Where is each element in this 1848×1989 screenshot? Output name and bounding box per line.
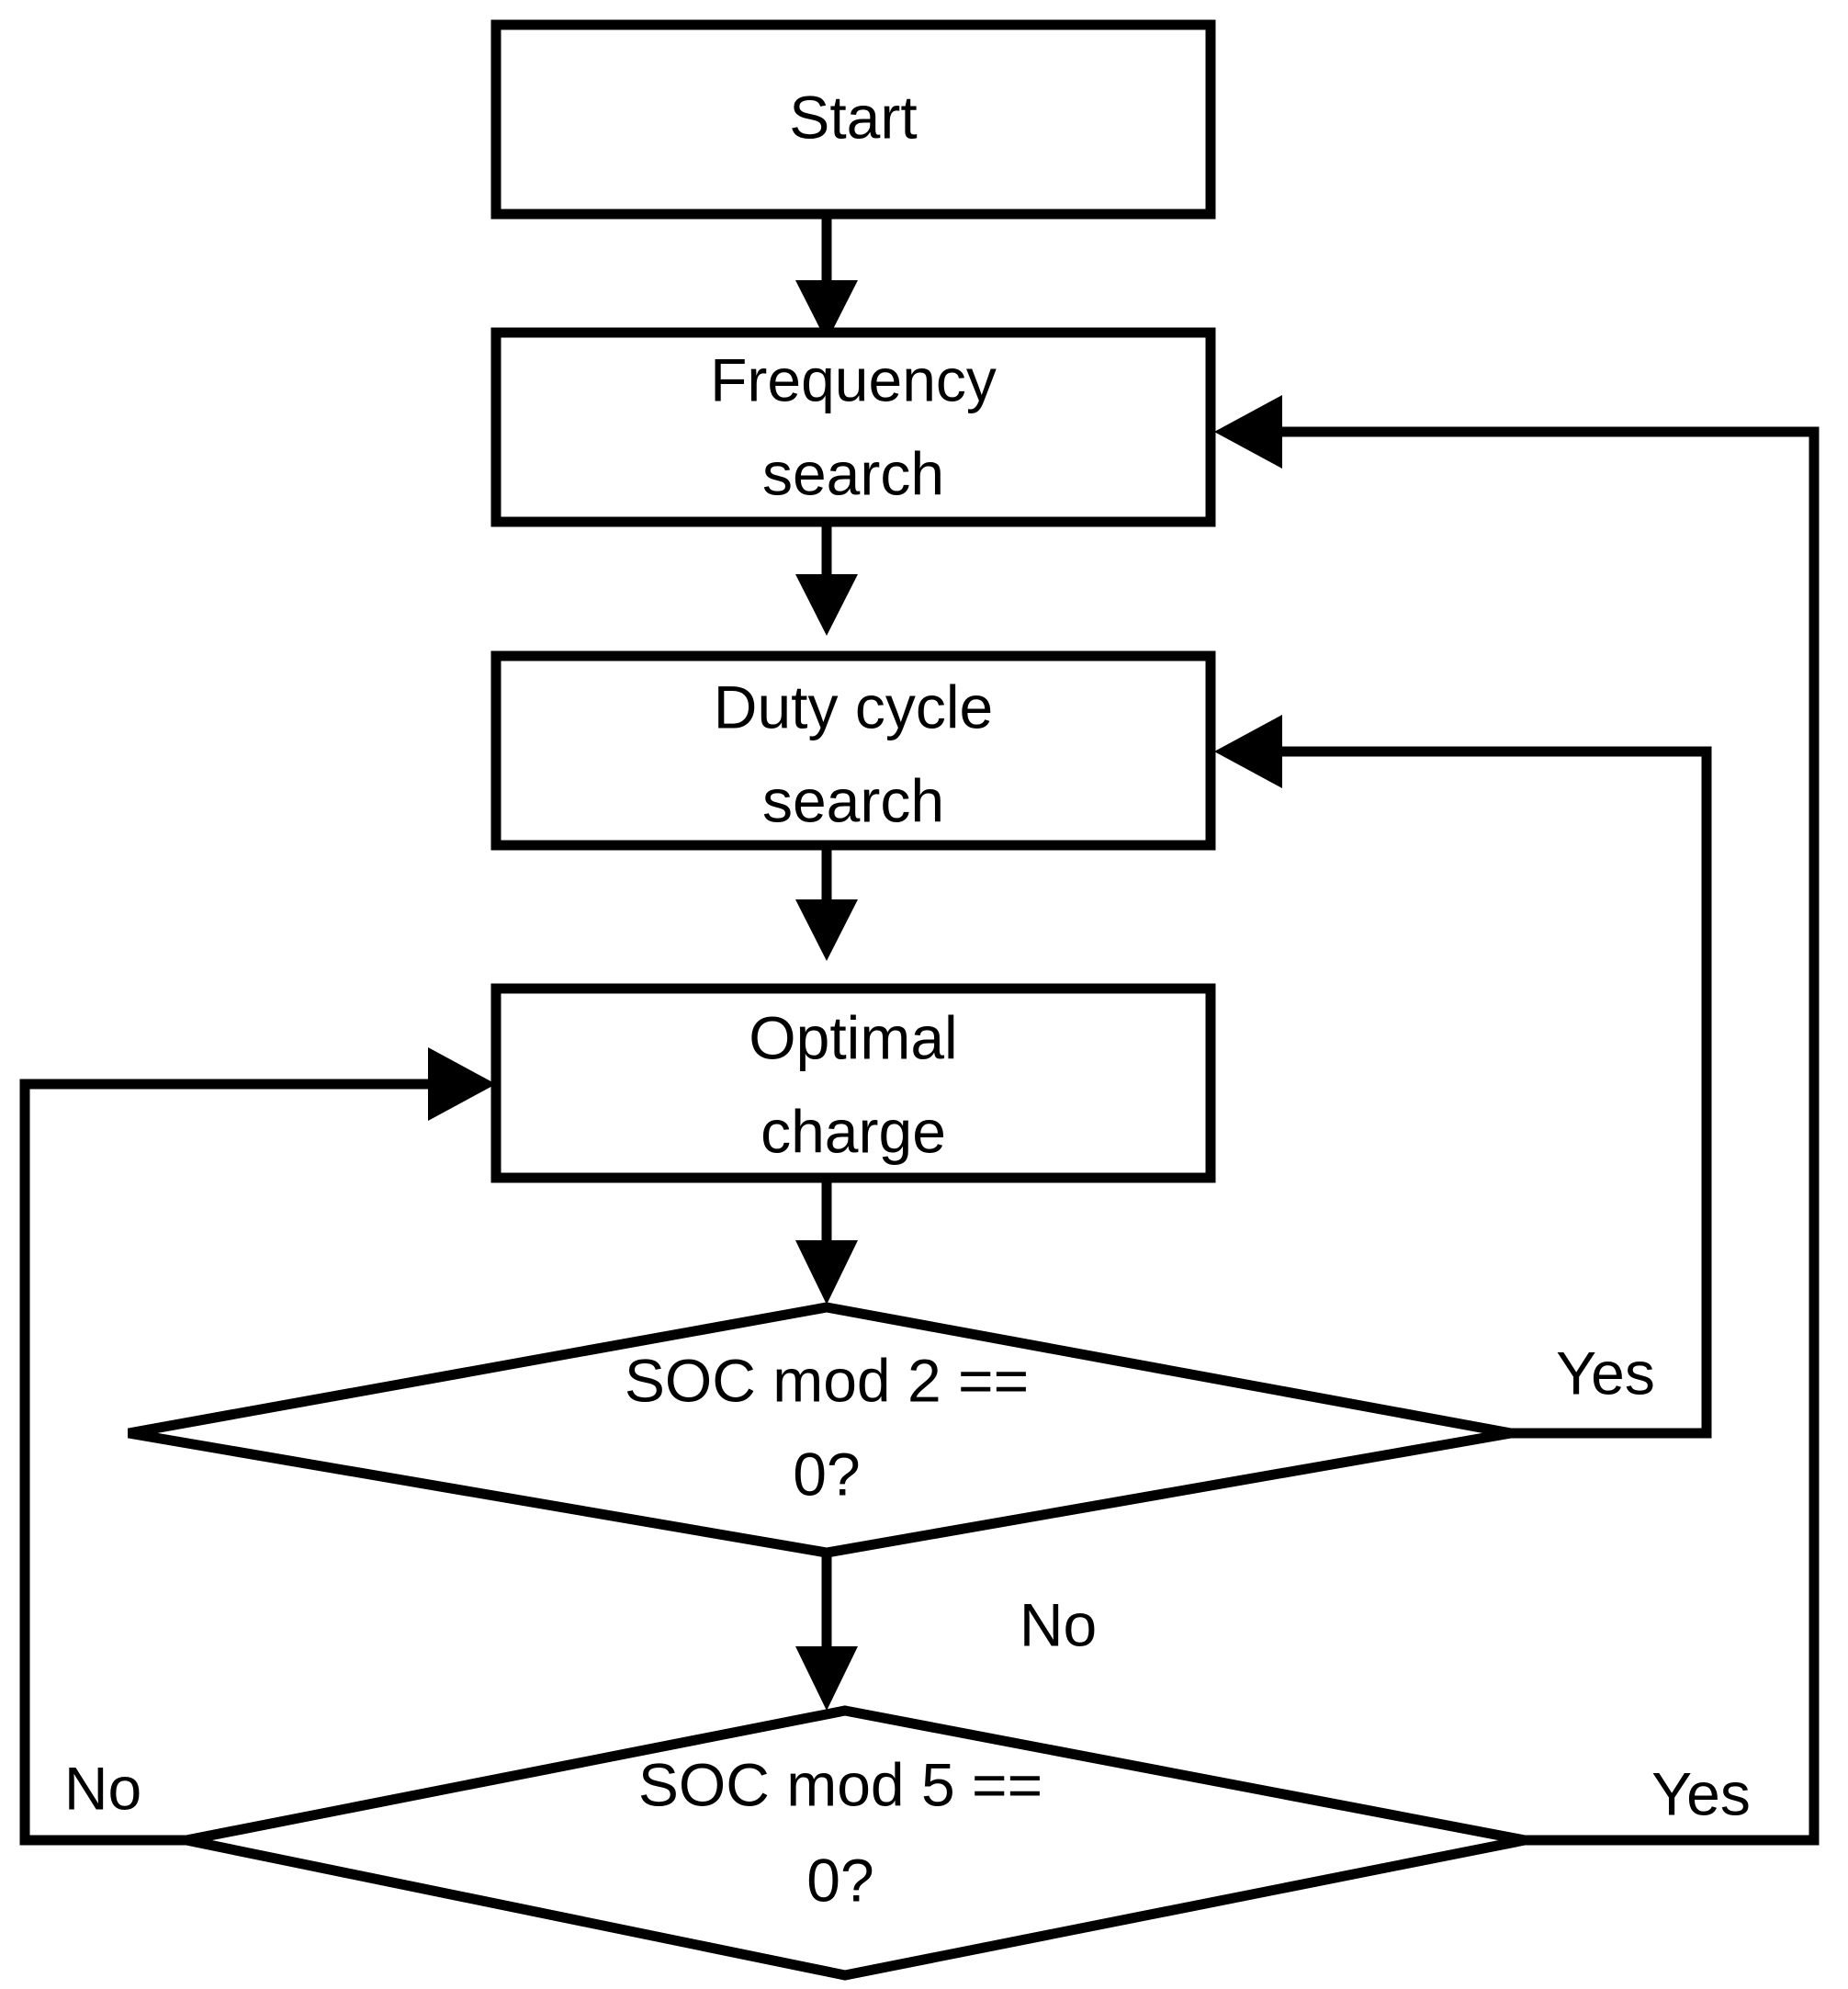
duty-cycle-search-label-line1: Duty cycle [714, 672, 993, 740]
arrow-head-down [795, 574, 858, 636]
start-box[interactable] [490, 19, 1216, 220]
optimal-charge-label-line1: Optimal [749, 1003, 957, 1071]
soc-mod-2-label-line1: SOC mod 2 == [625, 1346, 1029, 1414]
edge-soc-mod-5-yes-to-frequency-search [1214, 395, 1820, 1846]
node-soc-mod-5-decision[interactable]: SOC mod 5 == 0? [185, 1705, 1527, 1981]
edge-frequency-search-to-duty-cycle-search [795, 522, 858, 636]
edge-label-yes-bottom: Yes [1651, 1759, 1751, 1827]
node-soc-mod-2-decision[interactable]: SOC mod 2 == 0? [128, 1302, 1512, 1558]
arrow-head-down [795, 899, 858, 961]
arrow-head-left [1214, 715, 1282, 788]
edge-soc-mod-2-yes-to-duty-cycle-search [1214, 715, 1712, 1439]
node-frequency-search[interactable]: Frequency search [490, 327, 1216, 527]
arrow-head-down [795, 1240, 858, 1305]
optimal-charge-box[interactable] [490, 983, 1216, 1183]
soc-mod-5-diamond[interactable] [185, 1705, 1527, 1981]
edge-duty-cycle-search-to-optimal-charge [795, 845, 858, 961]
frequency-search-label-line1: Frequency [710, 345, 997, 413]
edge-label-yes-top: Yes [1556, 1339, 1655, 1407]
node-start[interactable]: Start [490, 19, 1216, 220]
optimal-charge-label-line2: charge [761, 1097, 946, 1165]
duty-cycle-search-label-line2: search [762, 766, 944, 834]
soc-mod-5-label-line2: 0? [806, 1846, 873, 1914]
soc-mod-2-label-line2: 0? [793, 1440, 860, 1508]
node-duty-cycle-search[interactable]: Duty cycle search [490, 650, 1216, 851]
edge-label-no-left: No [64, 1754, 141, 1822]
edge-soc-mod-2-no-to-soc-mod-5 [795, 1553, 858, 1711]
edge-optimal-charge-to-soc-mod-2 [795, 1178, 858, 1305]
arrow-head-right [428, 1047, 496, 1121]
arrow-head-down [795, 1646, 858, 1711]
frequency-search-label-line2: search [762, 439, 944, 507]
soc-mod-2-diamond[interactable] [128, 1302, 1512, 1558]
start-label: Start [789, 83, 917, 151]
arrow-head-down [795, 280, 858, 342]
arrow-head-left [1214, 395, 1282, 469]
frequency-search-box[interactable] [490, 327, 1216, 527]
edge-label-no-middle: No [1020, 1590, 1097, 1658]
edge-soc-mod-5-no-to-optimal-charge [19, 1047, 496, 1846]
soc-mod-5-label-line1: SOC mod 5 == [638, 1750, 1042, 1818]
node-optimal-charge[interactable]: Optimal charge [490, 983, 1216, 1183]
duty-cycle-search-box[interactable] [490, 650, 1216, 851]
edge-start-to-frequency-search [795, 214, 858, 342]
